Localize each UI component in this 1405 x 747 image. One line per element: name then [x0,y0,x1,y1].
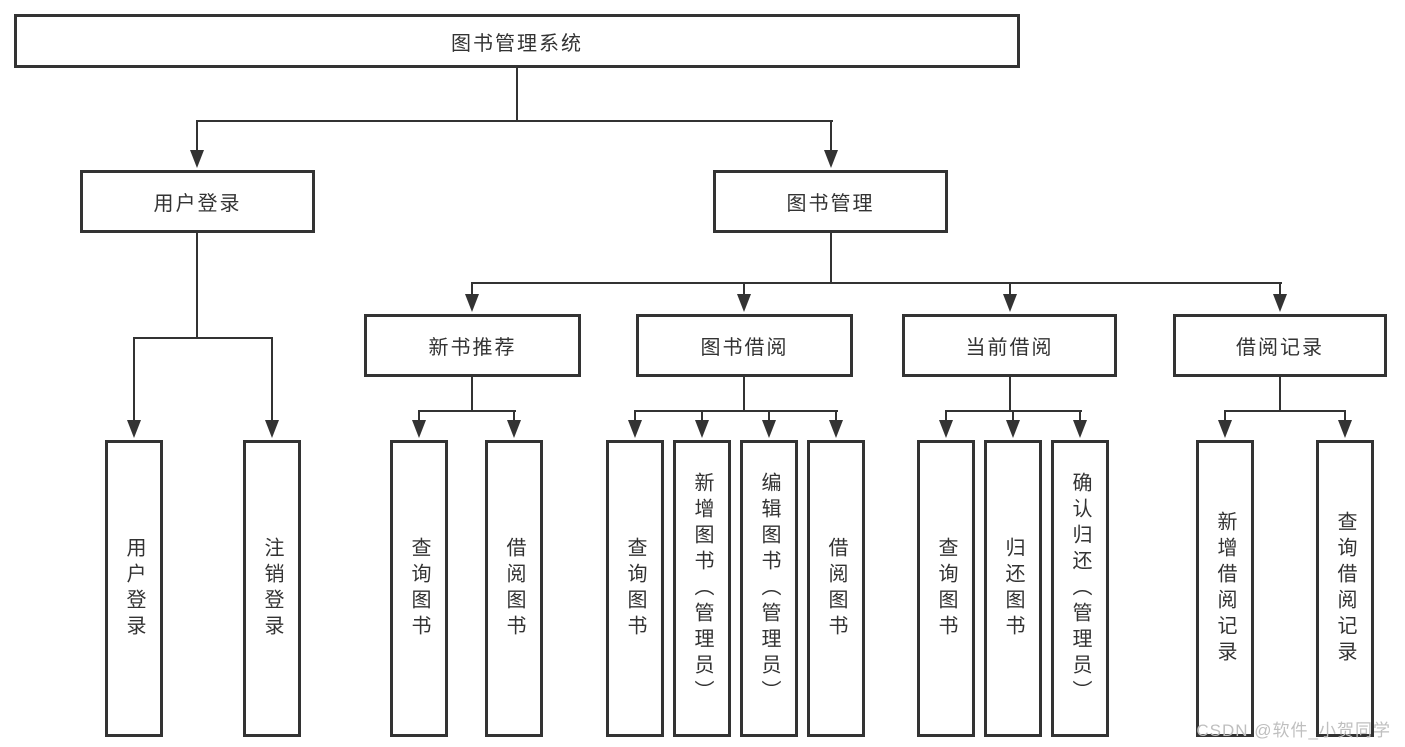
leaf-borrow-books-recommend: 借阅图书 [485,440,543,737]
leaf-query-books-borrowing: 查询图书 [606,440,664,737]
connector-book-management-bar [471,282,1282,284]
connector-new-book-bar [418,410,516,412]
arrow-to-leaf-add-record [1218,410,1232,438]
arrow-to-leaf-user-login [127,337,141,438]
connector-book-management-stem [830,233,832,282]
leaf-user-login: 用户登录 [105,440,163,737]
arrow-to-leaf-query-books-2 [628,410,642,438]
connector-book-borrowing-bar [634,410,838,412]
leaf-query-borrow-record: 查询借阅记录 [1316,440,1374,737]
connector-user-login-bar [133,337,273,339]
arrow-to-leaf-query-books-3 [939,410,953,438]
arrow-to-leaf-logout [265,337,279,438]
arrow-to-leaf-query-record [1338,410,1352,438]
arrow-to-current-borrowing [1003,282,1017,312]
arrow-to-new-book-recommend [465,282,479,312]
leaf-borrow-books-borrowing: 借阅图书 [807,440,865,737]
connector-root-stem [516,68,518,120]
arrow-to-leaf-borrow-books-2 [829,410,843,438]
leaf-edit-books-admin: 编辑图书（管理员） [740,440,798,737]
leaf-return-books: 归还图书 [984,440,1042,737]
arrow-to-borrowing-records [1273,282,1287,312]
connector-root-bar [196,120,833,122]
connector-book-borrowing-stem [743,377,745,410]
node-book-management-label: 图书管理 [786,193,875,215]
node-user-login-label: 用户登录 [153,193,242,215]
csdn-watermark: CSDN @软件_小贺同学 [1196,721,1391,740]
arrow-to-leaf-borrow-books-1 [507,410,521,438]
connector-current-borrowing-stem [1009,377,1011,410]
node-book-borrowing: 图书借阅 [636,314,853,377]
node-borrowing-records: 借阅记录 [1173,314,1387,377]
node-root-label: 图书管理系统 [451,32,583,55]
node-root-system: 图书管理系统 [14,14,1020,68]
arrow-to-book-borrowing [737,282,751,312]
leaf-confirm-return-admin: 确认归还（管理员） [1051,440,1109,737]
arrow-to-leaf-add-books [695,410,709,438]
leaf-query-books-recommend: 查询图书 [390,440,448,737]
node-current-borrowing: 当前借阅 [902,314,1117,377]
arrow-to-leaf-edit-books [762,410,776,438]
leaf-add-borrow-record: 新增借阅记录 [1196,440,1254,737]
arrow-to-leaf-query-books-1 [412,410,426,438]
connector-borrowing-records-bar [1224,410,1346,412]
connector-borrowing-records-stem [1279,377,1281,410]
arrow-to-leaf-return-books [1006,410,1020,438]
node-new-book-recommend: 新书推荐 [364,314,581,377]
node-book-management: 图书管理 [713,170,948,233]
connector-user-login-stem [196,233,198,337]
arrow-to-leaf-confirm-return [1073,410,1087,438]
leaf-query-books-current: 查询图书 [917,440,975,737]
arrow-to-book-management [824,120,838,168]
arrow-to-user-login [190,120,204,168]
node-user-login: 用户登录 [80,170,315,233]
leaf-add-books-admin: 新增图书（管理员） [673,440,731,737]
leaf-logout: 注销登录 [243,440,301,737]
connector-new-book-stem [471,377,473,410]
